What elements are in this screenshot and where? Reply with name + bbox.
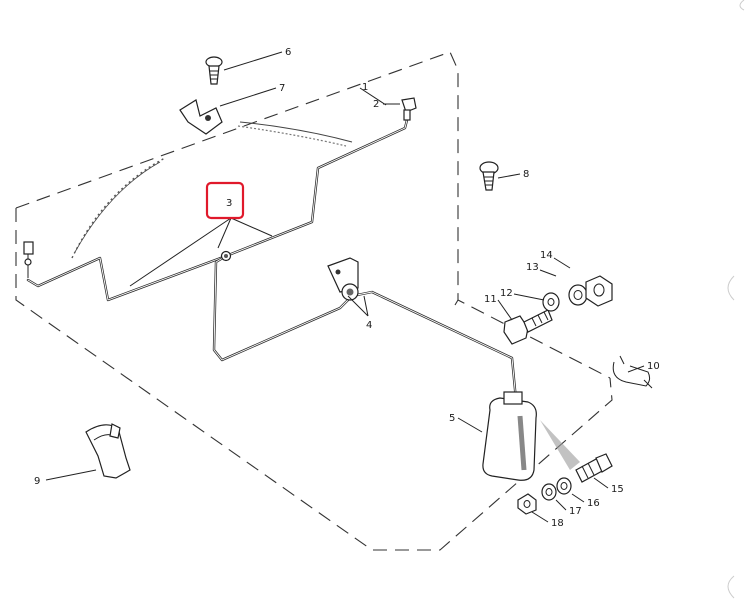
callout-6: 6 xyxy=(285,47,291,58)
callout-2: 2 xyxy=(373,99,379,110)
bolt-11 xyxy=(503,309,553,345)
nut-14 xyxy=(585,275,613,307)
callout-4: 4 xyxy=(366,320,372,331)
body-outline xyxy=(15,51,613,551)
callout-1: 1 xyxy=(362,82,368,93)
callout-labels: 1 2 3 4 5 6 7 8 9 10 11 12 13 14 15 16 1… xyxy=(34,47,660,529)
right-jet-nozzle xyxy=(401,97,417,121)
windshield-marks xyxy=(71,121,353,259)
washer-tube xyxy=(26,106,518,402)
callout-15: 15 xyxy=(611,484,624,495)
nut-18 xyxy=(517,493,537,515)
washer-16 xyxy=(556,477,572,495)
callout-3: 3 xyxy=(226,198,232,209)
callout-7: 7 xyxy=(279,83,285,94)
strap-9 xyxy=(85,423,131,479)
page-edge-marks xyxy=(727,0,745,599)
screw-15 xyxy=(575,453,613,483)
highlight-box-callout-3 xyxy=(205,181,245,220)
callout-10: 10 xyxy=(647,361,660,372)
leader-lines xyxy=(45,51,645,523)
non-return-valve-4 xyxy=(327,257,359,301)
callout-5: 5 xyxy=(449,413,455,424)
screw-6 xyxy=(205,56,223,85)
screw-8 xyxy=(479,161,499,191)
callout-11: 11 xyxy=(484,294,497,305)
washer-12 xyxy=(542,292,560,312)
callout-18: 18 xyxy=(551,518,564,529)
washer-reservoir-5 xyxy=(482,391,580,481)
callout-9: 9 xyxy=(34,476,40,487)
tube-clip-7 xyxy=(179,99,223,135)
callout-13: 13 xyxy=(526,262,539,273)
callout-8: 8 xyxy=(523,169,529,180)
t-connector xyxy=(220,250,232,262)
strap-clip-10 xyxy=(612,355,653,389)
left-jet-nozzle xyxy=(23,241,34,278)
spring-washer-13 xyxy=(568,284,588,306)
callout-14: 14 xyxy=(540,250,553,261)
callout-17: 17 xyxy=(569,506,582,517)
callout-16: 16 xyxy=(587,498,600,509)
callout-12: 12 xyxy=(500,288,513,299)
spring-washer-17 xyxy=(541,483,557,501)
